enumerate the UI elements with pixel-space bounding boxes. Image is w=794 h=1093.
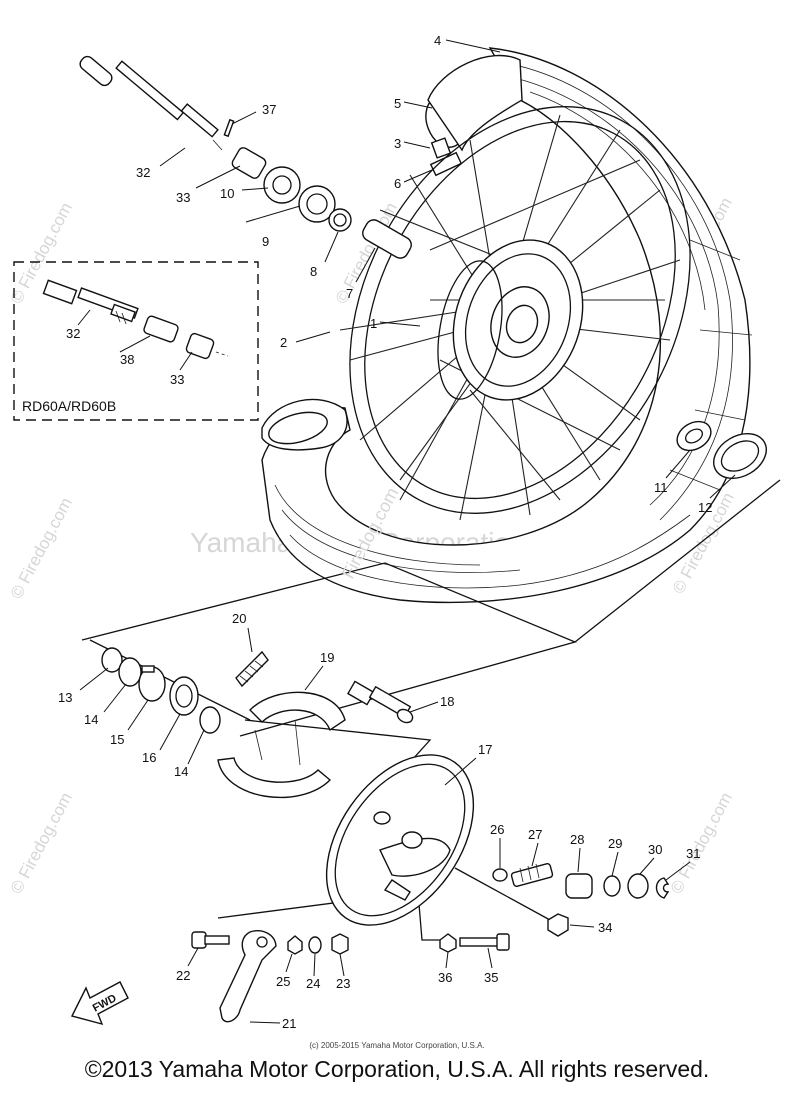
fwd-arrow: FWD: [70, 981, 129, 1026]
callout-33-inset: 33: [170, 372, 184, 387]
camshaft-lever-21: [219, 930, 277, 1023]
clip-13: [101, 647, 123, 673]
callout-25: 25: [276, 974, 290, 989]
washer-14b: [199, 706, 221, 734]
inset-rd60: RD60A/RD60B: [13, 261, 259, 421]
callout-32-inset: 32: [66, 326, 80, 341]
callout-26: 26: [490, 822, 504, 837]
callout-1: 1: [370, 316, 377, 331]
callout-33-main: 33: [176, 190, 190, 205]
callout-29: 29: [608, 836, 622, 851]
callout-14a: 14: [84, 712, 98, 727]
tube-cutaway: [425, 54, 523, 177]
nut-36: [439, 933, 457, 953]
callout-17: 17: [478, 742, 492, 757]
spring-20: [235, 650, 269, 688]
callout-34: 34: [598, 920, 612, 935]
callout-19: 19: [320, 650, 334, 665]
callout-30: 30: [648, 842, 662, 857]
callout-6: 6: [394, 176, 401, 191]
spokes: [339, 114, 681, 521]
callout-24: 24: [306, 976, 320, 991]
callout-5: 5: [394, 96, 401, 111]
callout-22: 22: [176, 968, 190, 983]
nut-34: [547, 913, 569, 937]
watermark-left-mid: © Firedog.com: [7, 494, 76, 602]
brake-shoes-19: [217, 691, 346, 799]
callout-32-main: 32: [136, 165, 150, 180]
washer-25: [287, 935, 303, 955]
hub: [437, 239, 584, 401]
bolt-35: [459, 933, 510, 951]
axle-collar: [231, 147, 267, 179]
callout-12: 12: [698, 500, 712, 515]
bearing-11: [676, 420, 712, 452]
callout-28: 28: [570, 832, 584, 847]
nut-23: [331, 933, 349, 955]
callout-14b: 14: [174, 764, 188, 779]
callout-16: 16: [142, 750, 156, 765]
tire-section-bottom: [261, 398, 348, 451]
inset-model-label: RD60A/RD60B: [22, 398, 116, 414]
callout-9: 9: [262, 234, 269, 249]
brake-shoe-plate-17: [325, 754, 475, 926]
bushing-28: [565, 873, 593, 899]
callout-8: 8: [310, 264, 317, 279]
washer-14a: [118, 657, 142, 687]
callout-4: 4: [434, 33, 441, 48]
oil-seal-12: [713, 433, 767, 479]
hub-spacer: [362, 219, 412, 259]
speedo-drive-gear-27: [510, 863, 554, 887]
callout-13: 13: [58, 690, 72, 705]
watermark-right-bottom: © Firedog.com: [667, 789, 736, 897]
watermark-left-bottom: © Firedog.com: [7, 789, 76, 897]
callout-36: 36: [438, 970, 452, 985]
callouts: 1 2 3 4 5 6 7 8 9 10 11 12 13 14 15 16 1…: [58, 33, 712, 1031]
circlip-31: [655, 877, 670, 899]
retainer-15: [138, 665, 166, 702]
inset-spacer: [185, 332, 215, 360]
front-axle: [79, 55, 223, 151]
callout-21: 21: [282, 1016, 296, 1031]
o-ring-30: [627, 873, 649, 899]
callout-37: 37: [262, 102, 276, 117]
cotter-pin: [223, 118, 235, 138]
inset-axle: [42, 279, 139, 325]
washer-26: [492, 868, 508, 882]
inset-collar: [143, 315, 179, 343]
callout-7: 7: [346, 286, 353, 301]
brake-camshaft-18: [347, 680, 414, 724]
callout-18: 18: [440, 694, 454, 709]
washer-29: [603, 875, 621, 897]
callout-27: 27: [528, 827, 542, 842]
callout-38-inset: 38: [120, 352, 134, 367]
copyright-footer: ©2013 Yamaha Motor Corporation, U.S.A. A…: [84, 1056, 710, 1082]
callout-2: 2: [280, 335, 287, 350]
callout-35: 35: [484, 970, 498, 985]
speedo-gear-16: [169, 676, 199, 716]
small-copyright: (c) 2005-2015 Yamaha Motor Corporation, …: [309, 1041, 485, 1050]
callout-20: 20: [232, 611, 246, 626]
bearing-right: [298, 185, 336, 223]
callout-10: 10: [220, 186, 234, 201]
callout-3: 3: [394, 136, 401, 151]
bearing-left: [263, 166, 301, 204]
bolt-22: [191, 931, 230, 949]
callout-23: 23: [336, 976, 350, 991]
callout-11: 11: [654, 480, 668, 495]
callout-31: 31: [686, 846, 700, 861]
callout-15: 15: [110, 732, 124, 747]
leader-lines: [77, 39, 736, 1024]
lock-washer-24: [308, 936, 322, 954]
oil-seal-small: [328, 208, 352, 232]
